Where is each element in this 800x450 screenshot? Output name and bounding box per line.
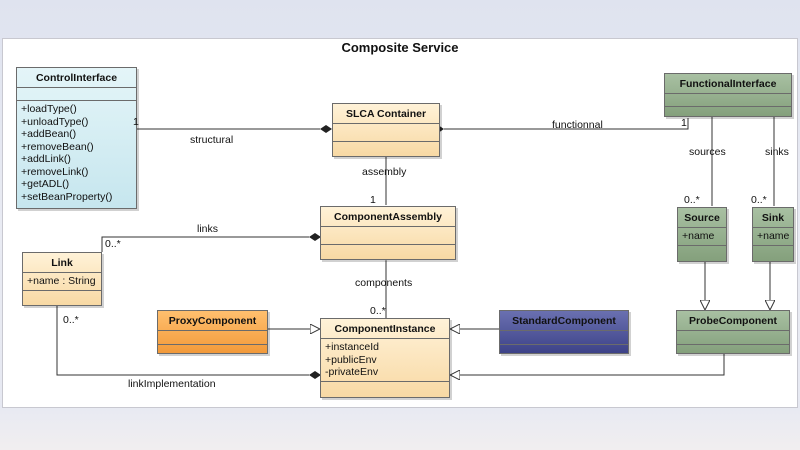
bottom-band bbox=[0, 408, 800, 450]
attribute: -privateEnv bbox=[325, 366, 379, 378]
attributes-compartment: +name : String bbox=[23, 273, 101, 291]
attribute: +name bbox=[757, 230, 790, 242]
class-name: ComponentInstance bbox=[321, 319, 449, 339]
attribute: +name : String bbox=[27, 275, 96, 287]
label-sources: sources bbox=[689, 146, 726, 158]
label-components: components bbox=[355, 277, 413, 289]
label-structural: structural bbox=[190, 134, 234, 146]
class-slca-container[interactable]: SLCA Container bbox=[332, 103, 440, 157]
operation: +unloadType() bbox=[21, 115, 89, 128]
class-component-assembly[interactable]: ComponentAssembly bbox=[320, 206, 456, 260]
attribute: +instanceId bbox=[325, 341, 379, 353]
class-probe-component[interactable]: ProbeComponent bbox=[676, 310, 790, 354]
multiplicity-links: 0..* bbox=[105, 238, 121, 250]
class-name: ProbeComponent bbox=[677, 311, 789, 331]
multiplicity-components: 0..* bbox=[370, 305, 386, 317]
class-name: StandardComponent bbox=[500, 311, 628, 331]
edge-linkimpl bbox=[56, 306, 321, 379]
class-functional-interface[interactable]: FunctionalInterface bbox=[664, 73, 792, 117]
attribute: +publicEnv bbox=[325, 353, 377, 366]
class-proxy-component[interactable]: ProxyComponent bbox=[157, 310, 268, 354]
multiplicity-link-implementation: 0..* bbox=[63, 314, 79, 326]
label-link-implementation: linkImplementation bbox=[128, 378, 216, 390]
operation: +addBean() bbox=[21, 128, 77, 140]
class-name: ComponentAssembly bbox=[321, 207, 455, 227]
operation: +removeBean() bbox=[21, 140, 94, 153]
class-name: ProxyComponent bbox=[158, 311, 267, 331]
operation: +getADL() bbox=[21, 178, 70, 190]
class-name: ControlInterface bbox=[17, 68, 136, 88]
attribute: +name bbox=[682, 230, 715, 242]
attributes-compartment bbox=[17, 88, 136, 101]
operation: +addLink() bbox=[21, 153, 71, 165]
edge-links bbox=[101, 233, 321, 252]
attributes-compartment: +name bbox=[753, 228, 793, 246]
multiplicity-functionnal: 1 bbox=[681, 117, 687, 129]
attributes-compartment: +instanceId +publicEnv -privateEnv bbox=[321, 339, 449, 382]
label-sinks: sinks bbox=[765, 146, 789, 158]
class-source[interactable]: Source +name bbox=[677, 207, 727, 262]
operation: +setBeanProperty() bbox=[21, 190, 113, 203]
class-link[interactable]: Link +name : String bbox=[22, 252, 102, 306]
diagram-title: Composite Service bbox=[341, 40, 459, 55]
class-name: Source bbox=[678, 208, 726, 228]
label-assembly: assembly bbox=[362, 166, 407, 178]
operations-compartment: +loadType() +unloadType() +addBean() +re… bbox=[17, 101, 136, 205]
class-sink[interactable]: Sink +name bbox=[752, 207, 794, 262]
class-component-instance[interactable]: ComponentInstance +instanceId +publicEnv… bbox=[320, 318, 450, 398]
multiplicity-structural: 1 bbox=[133, 116, 139, 128]
class-name: SLCA Container bbox=[333, 104, 439, 124]
operation: +removeLink() bbox=[21, 165, 89, 178]
class-control-interface[interactable]: ControlInterface +loadType() +unloadType… bbox=[16, 67, 137, 209]
multiplicity-sources: 0..* bbox=[684, 194, 700, 206]
multiplicity-sinks: 0..* bbox=[751, 194, 767, 206]
class-name: FunctionalInterface bbox=[665, 74, 791, 94]
class-name: Sink bbox=[753, 208, 793, 228]
multiplicity-assembly: 1 bbox=[370, 194, 376, 206]
edge-functionnal bbox=[432, 118, 689, 133]
edge-probe-gen bbox=[450, 352, 725, 375]
label-functionnal: functionnal bbox=[552, 119, 603, 131]
label-links: links bbox=[197, 223, 219, 235]
attributes-compartment: +name bbox=[678, 228, 726, 246]
class-standard-component[interactable]: StandardComponent bbox=[499, 310, 629, 354]
operation: +loadType() bbox=[21, 103, 77, 115]
class-name: Link bbox=[23, 253, 101, 273]
